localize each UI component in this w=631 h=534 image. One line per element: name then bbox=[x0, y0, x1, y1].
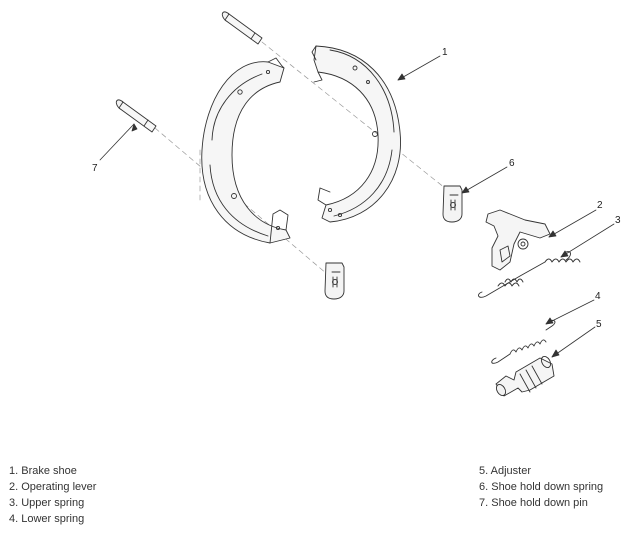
callout-1: 1 bbox=[442, 47, 448, 58]
legend-right: 5. Adjuster 6. Shoe hold down spring 7. … bbox=[479, 463, 603, 511]
adjuster bbox=[495, 355, 555, 397]
callout-5: 5 bbox=[596, 319, 602, 330]
hold-down-pin-left bbox=[115, 99, 157, 133]
legend-item-adjuster: 5. Adjuster bbox=[479, 465, 531, 477]
upper-spring bbox=[478, 251, 581, 298]
operating-lever bbox=[485, 209, 551, 271]
legend-item-brake-shoe: 1. Brake shoe bbox=[9, 465, 77, 477]
alignment-lines bbox=[154, 41, 456, 286]
legend-item-operating-lever: 2. Operating lever bbox=[9, 481, 97, 493]
callout-3: 3 bbox=[615, 215, 621, 226]
leader-lines bbox=[99, 55, 615, 358]
brake-shoe-left bbox=[201, 57, 291, 244]
legend-item-lower-spring: 4. Lower spring bbox=[9, 513, 85, 525]
legend-left: 1. Brake shoe 2. Operating lever 3. Uppe… bbox=[9, 463, 96, 527]
hold-down-spring-clip-bottom bbox=[324, 262, 345, 300]
callout-labels: 1 2 3 4 5 6 7 bbox=[92, 47, 621, 330]
hold-down-spring-clip-right bbox=[442, 185, 463, 223]
hold-down-pin-top bbox=[221, 11, 263, 45]
legend-item-hold-down-pin: 7. Shoe hold down pin bbox=[479, 497, 588, 509]
callout-6: 6 bbox=[509, 158, 515, 169]
brake-shoe-right bbox=[311, 45, 401, 223]
callout-4: 4 bbox=[595, 291, 601, 302]
legend-item-upper-spring: 3. Upper spring bbox=[9, 497, 85, 509]
exploded-view-diagram: 1 2 3 4 5 6 7 bbox=[92, 11, 621, 397]
callout-7: 7 bbox=[92, 163, 98, 174]
callout-2: 2 bbox=[597, 200, 603, 211]
legend-item-hold-down-spring: 6. Shoe hold down spring bbox=[479, 481, 604, 493]
